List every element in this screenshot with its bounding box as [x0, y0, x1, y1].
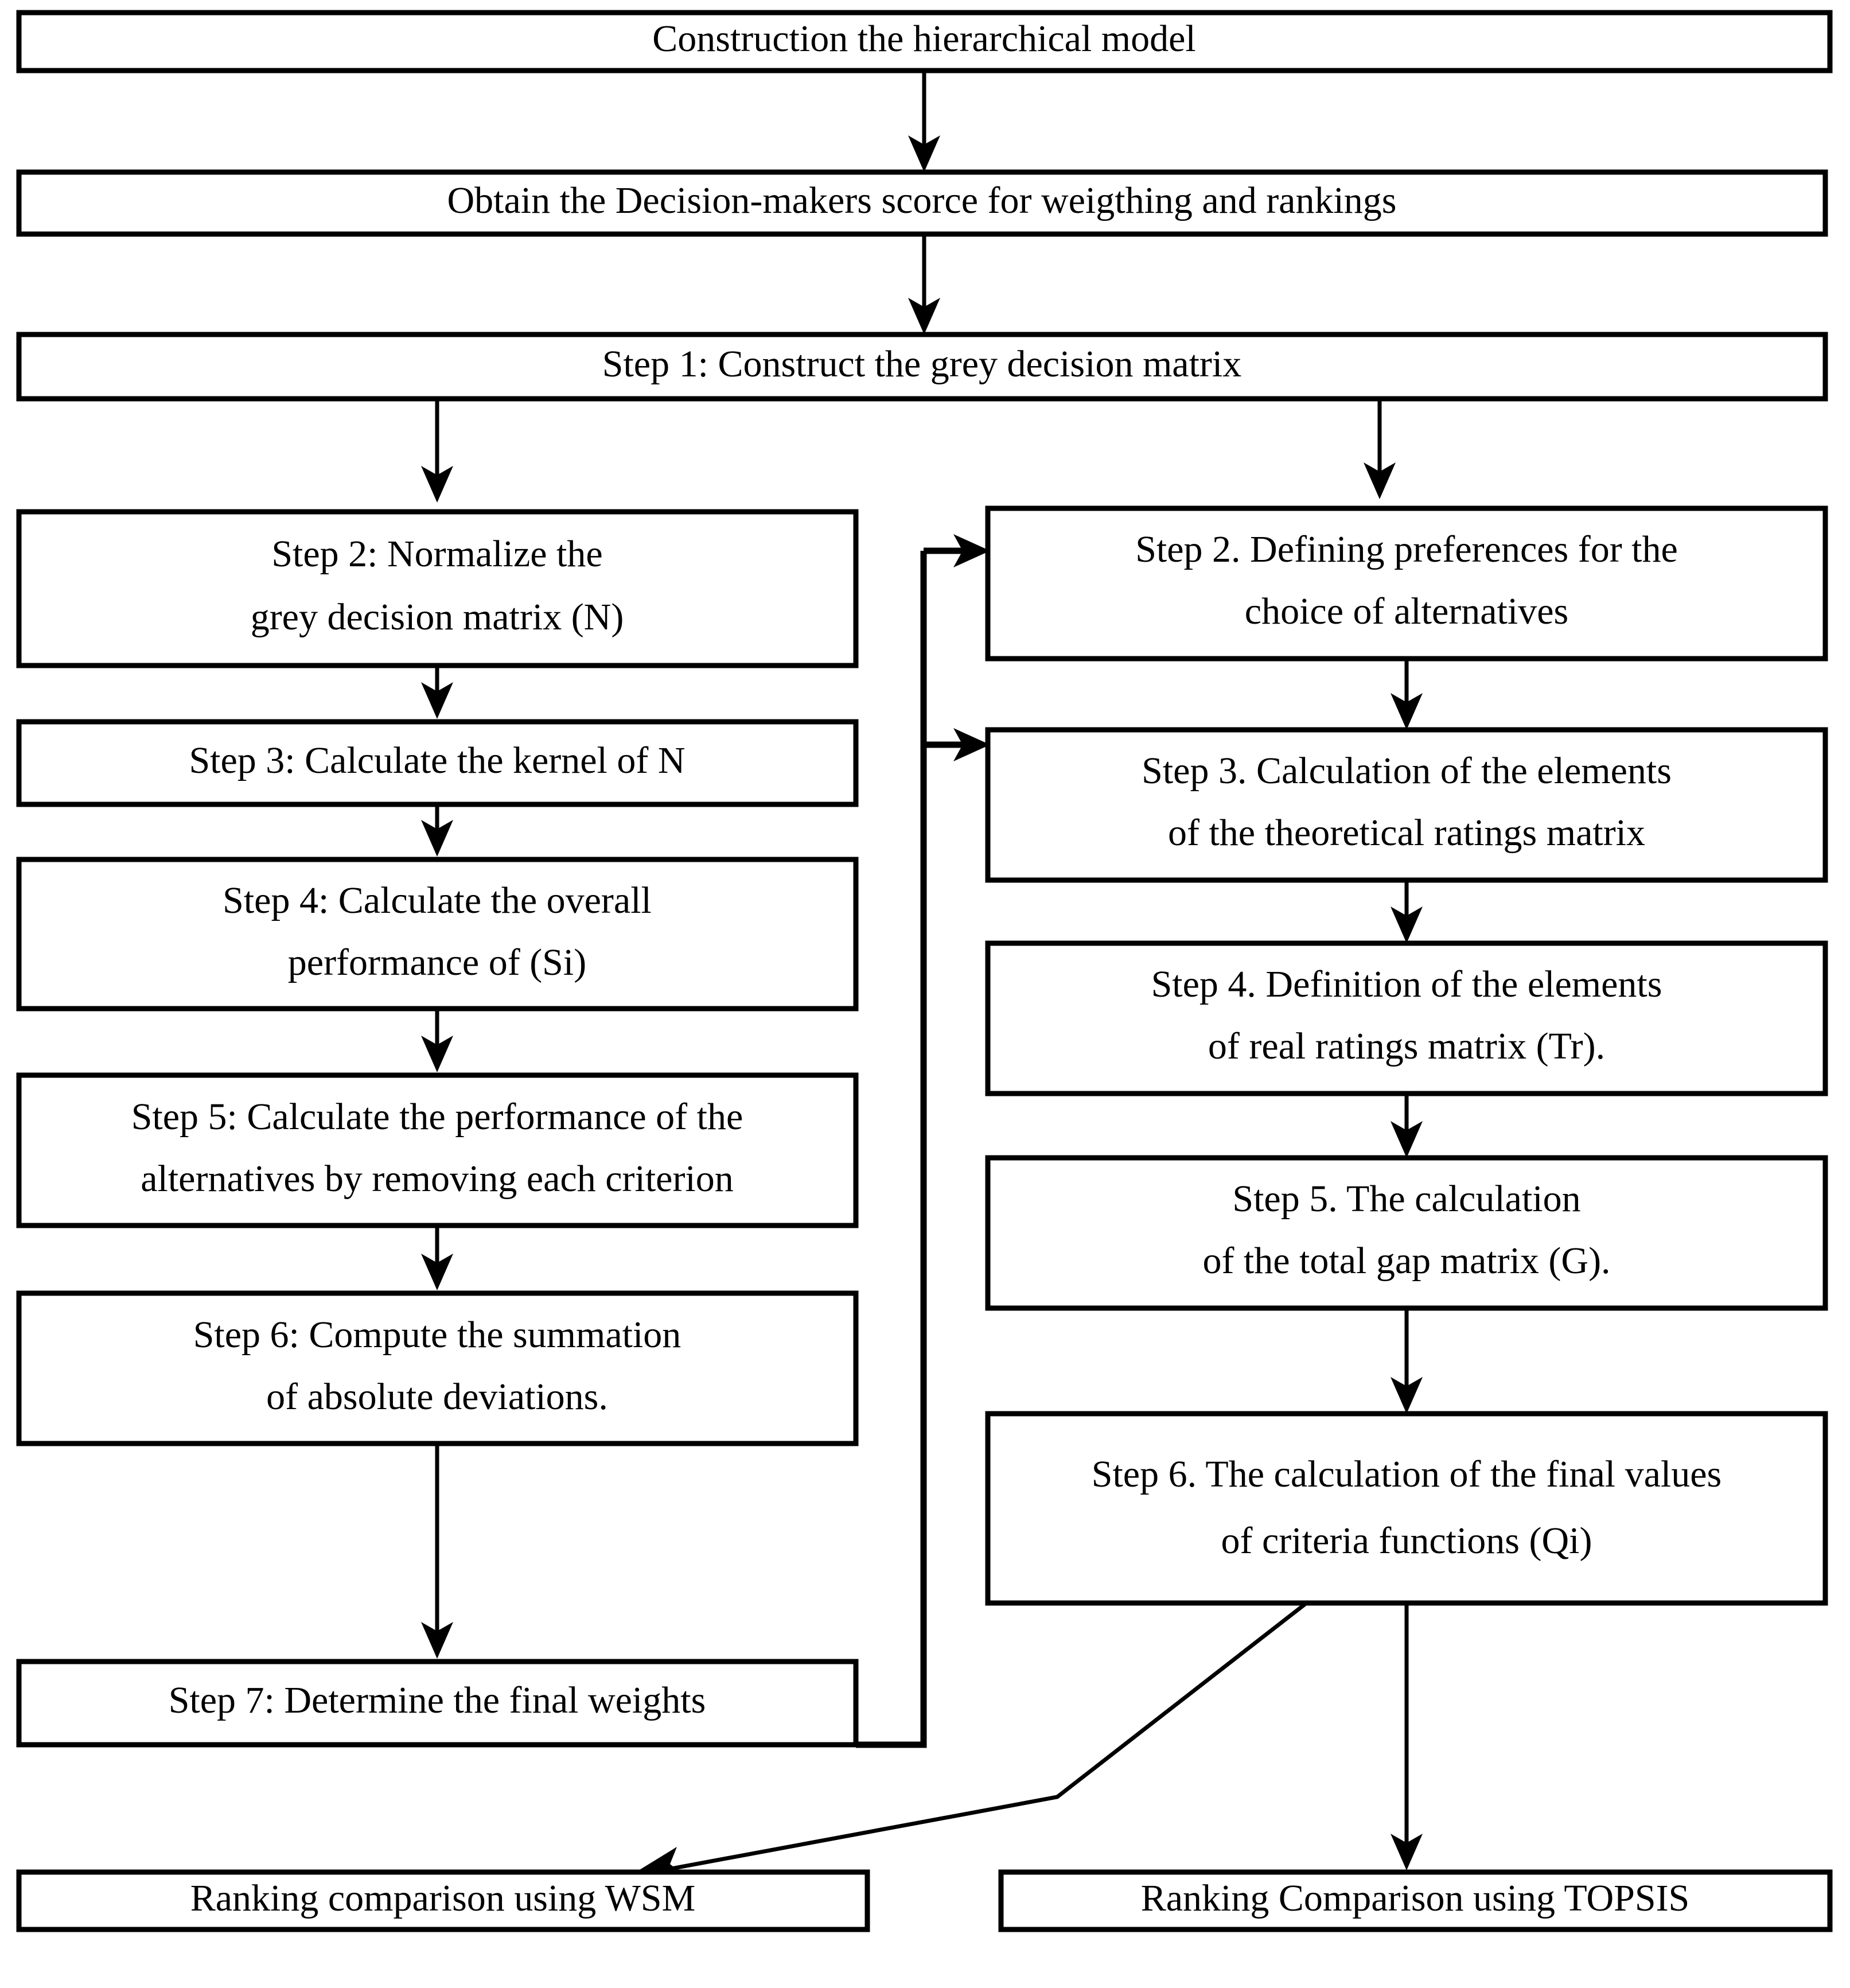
node-label: Ranking comparison using WSM — [190, 1877, 696, 1919]
node-label: Ranking Comparison using TOPSIS — [1141, 1877, 1690, 1919]
node-label-line1: Step 2. Defining preferences for the — [1135, 528, 1678, 570]
arrow-step1-to-left-step2 — [421, 399, 453, 503]
arrow-left-step5-to-step6 — [421, 1226, 453, 1290]
arrow-top1-to-top2 — [908, 71, 940, 172]
node-label-line2: of the theoretical ratings matrix — [1168, 812, 1645, 854]
node-label-line2: alternatives by removing each criterion — [141, 1158, 734, 1200]
node-left-step6-summation-deviations[interactable]: Step 6: Compute the summation of absolut… — [16, 1290, 859, 1446]
node-label-line2: choice of alternatives — [1245, 590, 1568, 632]
node-label-line2: grey decision matrix (N) — [251, 596, 624, 638]
arrow-left-step4-to-step5 — [421, 1009, 453, 1072]
node-right-step2-defining-preferences[interactable]: Step 2. Defining preferences for the cho… — [985, 505, 1828, 662]
node-left-step5-performance-removing-criterion[interactable]: Step 5: Calculate the performance of the… — [16, 1072, 859, 1228]
arrow-right-step2-to-step3 — [1391, 659, 1423, 730]
node-label: Step 3: Calculate the kernel of N — [189, 740, 685, 781]
node-label-line2: of real ratings matrix (Tr). — [1208, 1025, 1605, 1067]
node-step1-construct-grey-decision-matrix[interactable]: Step 1: Construct the grey decision matr… — [16, 332, 1828, 402]
arrow-right-step6-to-ranking-topsis — [1391, 1603, 1423, 1870]
node-label-line2: of the total gap matrix (G). — [1202, 1240, 1610, 1282]
node-right-step5-total-gap-matrix[interactable]: Step 5. The calculation of the total gap… — [985, 1155, 1828, 1311]
arrow-left-step3-to-step4 — [421, 804, 453, 857]
node-obtain-decision-makers-score[interactable]: Obtain the Decision-makers scorce for we… — [16, 169, 1828, 237]
node-right-step4-real-ratings-matrix[interactable]: Step 4. Definition of the elements of re… — [985, 940, 1828, 1096]
node-left-step2-normalize[interactable]: Step 2: Normalize the grey decision matr… — [16, 509, 859, 668]
node-label: Construction the hierarchical model — [652, 18, 1196, 60]
node-label-line1: Step 2: Normalize the — [271, 533, 602, 575]
node-ranking-comparison-topsis[interactable]: Ranking Comparison using TOPSIS — [998, 1869, 1833, 1932]
node-left-step3-kernel[interactable]: Step 3: Calculate the kernel of N — [16, 719, 859, 807]
node-label-line1: Step 5. The calculation — [1232, 1178, 1580, 1220]
node-ranking-comparison-wsm[interactable]: Ranking comparison using WSM — [16, 1869, 870, 1932]
arrow-step1-to-right-step2 — [1364, 399, 1396, 499]
arrow-right-step5-to-step6 — [1391, 1308, 1423, 1414]
node-label-line2: performance of (Si) — [288, 942, 586, 983]
node-right-step3-theoretical-ratings-matrix[interactable]: Step 3. Calculation of the elements of t… — [985, 727, 1828, 883]
node-label-line1: Step 4. Definition of the elements — [1151, 963, 1662, 1005]
arrow-right-step4-to-step5 — [1391, 1094, 1423, 1158]
node-right-step6-criteria-functions[interactable]: Step 6. The calculation of the final val… — [985, 1411, 1828, 1606]
node-label: Step 1: Construct the grey decision matr… — [602, 343, 1241, 385]
arrow-right-step3-to-step4 — [1391, 880, 1423, 943]
node-label-line2: of absolute deviations. — [266, 1376, 608, 1418]
node-left-step7-final-weights[interactable]: Step 7: Determine the final weights — [16, 1659, 859, 1748]
node-left-step4-overall-performance[interactable]: Step 4: Calculate the overall performanc… — [16, 857, 859, 1011]
node-label: Step 7: Determine the final weights — [169, 1679, 706, 1721]
node-label: Obtain the Decision-makers scorce for we… — [447, 180, 1397, 221]
node-label-line1: Step 6. The calculation of the final val… — [1092, 1453, 1722, 1495]
node-label-line2: of criteria functions (Qi) — [1221, 1520, 1592, 1562]
node-label-line1: Step 4: Calculate the overall — [223, 880, 652, 921]
node-label-line1: Step 3. Calculation of the elements — [1142, 750, 1672, 792]
arrow-top2-to-step1 — [908, 234, 940, 334]
feedback-loop-step7-to-right-column — [856, 534, 990, 1748]
node-label-line1: Step 6: Compute the summation — [193, 1314, 681, 1356]
arrow-right-step6-to-ranking-wsm — [629, 1602, 1307, 1876]
arrow-left-step6-to-step7 — [421, 1444, 453, 1659]
arrow-left-step2-to-step3 — [421, 666, 453, 719]
node-construction-hierarchical-model[interactable]: Construction the hierarchical model — [16, 10, 1833, 73]
node-label-line1: Step 5: Calculate the performance of the — [131, 1096, 743, 1138]
